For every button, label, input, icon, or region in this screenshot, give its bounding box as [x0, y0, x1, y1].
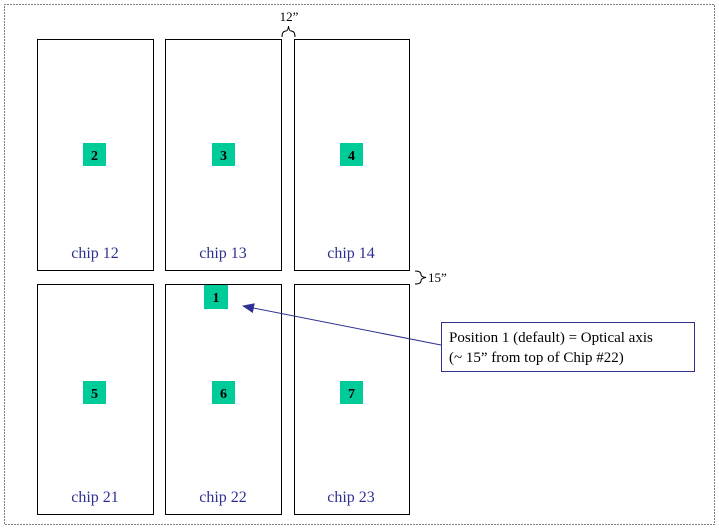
chip-chip-23: 7 chip 23 [294, 284, 410, 515]
chip-label: chip 23 [327, 489, 375, 506]
chip-chip-13: 3 chip 13 [165, 39, 282, 271]
chip-chip-22: 6 chip 22 [165, 284, 282, 515]
position-marker [83, 381, 106, 404]
callout-arrow [242, 303, 442, 346]
chip-chip-12: 2 chip 12 [37, 39, 154, 271]
position-number: 5 [91, 387, 98, 402]
callout-box: Position 1 (default) = Optical axis (~ 1… [441, 322, 695, 372]
chip-chip-14: 4 chip 14 [294, 39, 410, 271]
callout-line-1: Position 1 (default) = Optical axis [449, 330, 653, 346]
chip-label: chip 21 [71, 489, 119, 506]
chip-label: chip 13 [199, 245, 247, 262]
default-position-marker: 1 [204, 285, 228, 309]
chip-label: chip 12 [71, 245, 119, 262]
position-marker [340, 381, 363, 404]
position-marker [204, 285, 228, 309]
position-number: 6 [220, 387, 227, 402]
gap-label: 12” [280, 9, 299, 24]
position-marker [340, 143, 363, 166]
position-number: 3 [220, 149, 227, 164]
chip-label: chip 22 [199, 489, 247, 506]
callout-border [441, 322, 695, 372]
gap-brace [414, 270, 427, 285]
gap-label: 15” [428, 270, 447, 285]
position-number: 1 [213, 291, 220, 306]
position-marker [83, 143, 106, 166]
horizontal-gap-indicator: 12” [280, 9, 299, 38]
page-border [4, 4, 715, 525]
callout-line-2: (~ 15” from top of Chip #22) [449, 350, 624, 366]
chip-label: chip 14 [327, 245, 375, 262]
position-marker [212, 381, 235, 404]
gap-brace [281, 25, 296, 38]
vertical-gap-indicator: 15” [414, 270, 447, 285]
chip-outline [37, 39, 154, 271]
position-number: 4 [348, 149, 355, 164]
position-number: 2 [91, 149, 98, 164]
position-number: 7 [348, 387, 355, 402]
chip-chip-21: 5 chip 21 [37, 284, 154, 515]
position-marker [212, 143, 235, 166]
